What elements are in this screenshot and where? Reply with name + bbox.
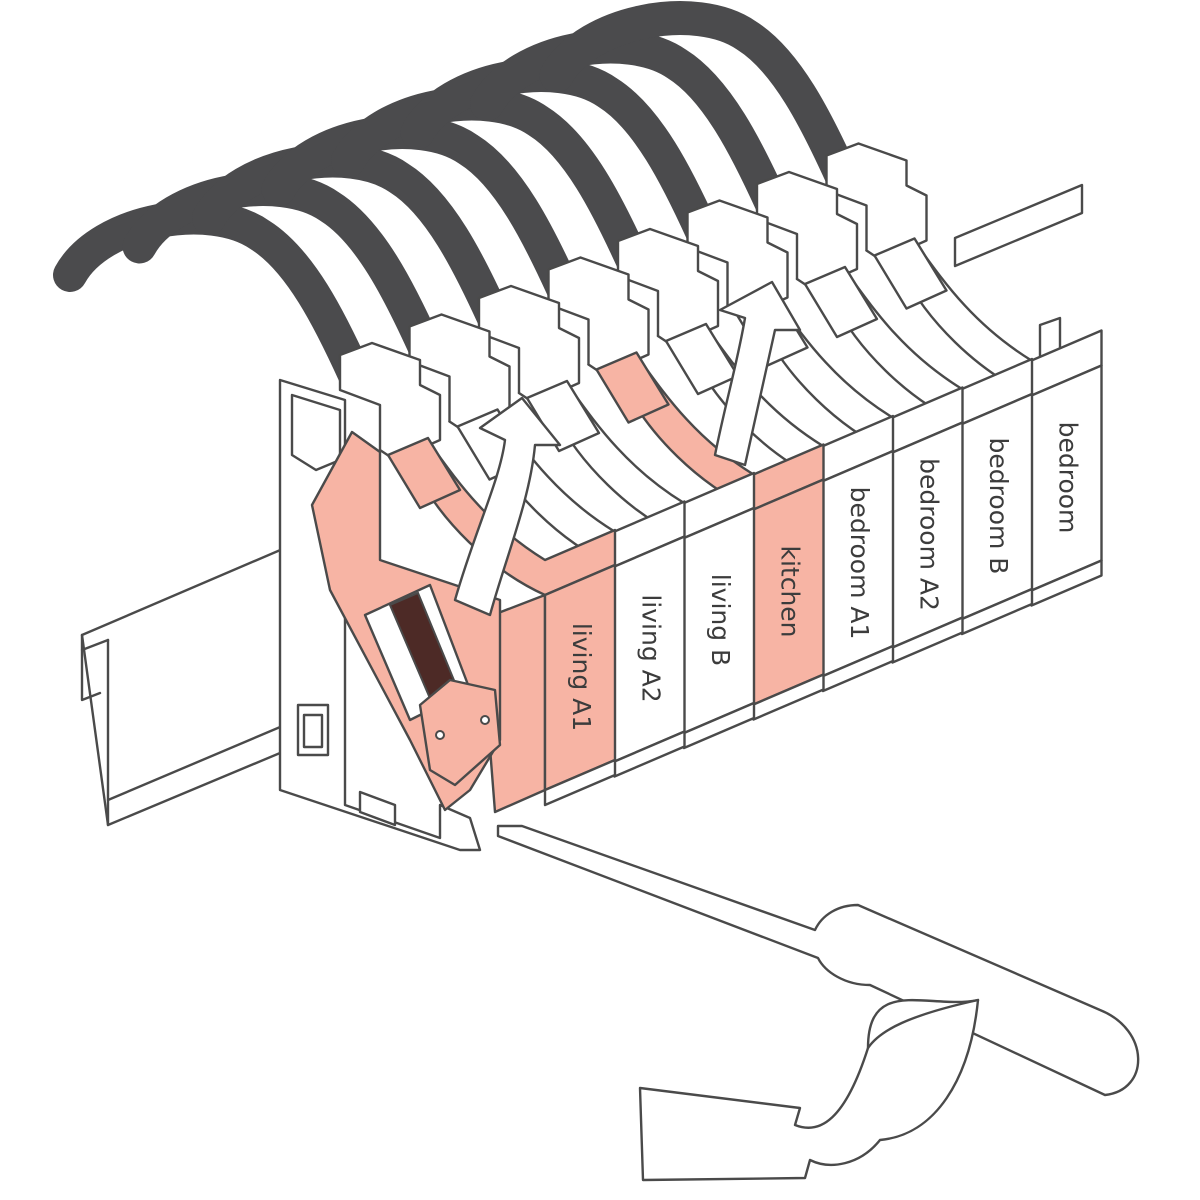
module-label: kitchen: [776, 545, 805, 637]
curved-up-arrow-icon: [713, 280, 802, 467]
cable: [122, 172, 442, 364]
cable: [261, 115, 581, 307]
module-label: living A2: [637, 594, 666, 702]
screwdriver-icon: [496, 824, 1140, 1097]
cable-group: [53, 1, 859, 392]
rotate-arrow-icon: [638, 998, 980, 1182]
module-label: bedroom A2: [915, 458, 944, 611]
cable: [331, 86, 650, 278]
cable: [539, 1, 859, 193]
cable: [53, 200, 372, 392]
module-release-lever[interactable]: [310, 430, 502, 812]
module-label: bedroom B: [984, 438, 1013, 575]
cable: [470, 29, 789, 221]
cable: [192, 143, 511, 335]
curved-up-arrow-icon: [453, 396, 562, 617]
module-label: living A1: [567, 623, 596, 731]
module-label: bedroom A1: [845, 487, 874, 640]
module-label: bedroom: [1054, 422, 1083, 534]
cable: [400, 58, 720, 250]
module-label: living B: [706, 574, 735, 666]
